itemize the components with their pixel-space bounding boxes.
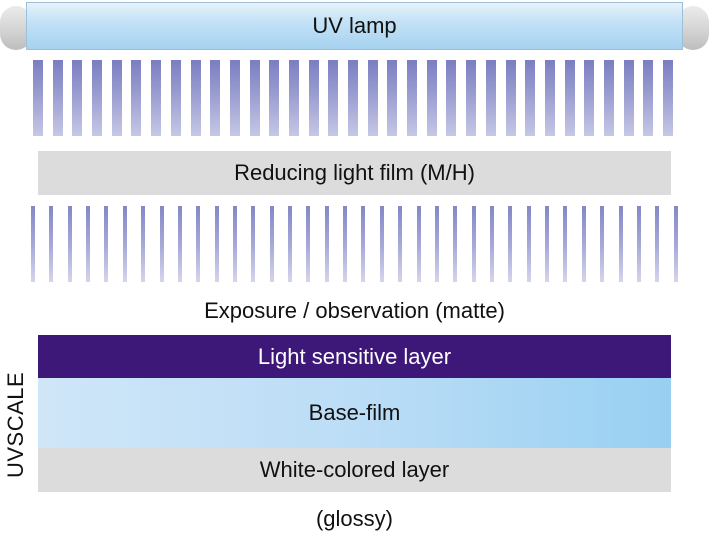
uv-ray-stripe <box>526 206 531 282</box>
uv-ray-stripe <box>434 206 439 282</box>
uv-ray-stripe <box>306 206 311 282</box>
uv-ray-stripe <box>308 60 319 136</box>
exposure-label: Exposure / observation (matte) <box>204 298 505 323</box>
uv-ray-stripe <box>673 206 678 282</box>
uv-ray-stripe <box>269 60 280 136</box>
uv-ray-stripe <box>505 60 516 136</box>
uv-ray-stripe <box>603 60 614 136</box>
uv-ray-stripe <box>86 206 91 282</box>
uv-ray-stripe <box>249 60 260 136</box>
glossy-label: (glossy) <box>315 506 393 531</box>
uv-ray-stripe <box>453 206 458 282</box>
uv-ray-stripe <box>177 206 182 282</box>
uv-ray-stripe <box>31 206 35 282</box>
uv-ray-stripe <box>367 60 378 136</box>
uv-ray-stripe <box>52 60 63 136</box>
reducing-light-film: Reducing light film (M/H) <box>38 151 671 195</box>
uv-ray-stripe <box>446 60 457 136</box>
lamp-label: UV lamp <box>312 13 397 38</box>
uv-ray-stripe <box>623 60 634 136</box>
uv-ray-stripe <box>489 206 494 282</box>
white-colored-layer: White-colored layer <box>38 448 671 492</box>
reducing-film-label: Reducing light film (M/H) <box>234 160 475 185</box>
uv-ray-stripe <box>508 206 513 282</box>
uv-ray-stripe <box>104 206 109 282</box>
uv-ray-stripe <box>159 206 164 282</box>
uvscale-layer-stack: Light sensitive layer Base-film White-co… <box>38 335 671 492</box>
uv-ray-stripe <box>288 60 299 136</box>
uv-ray-stripe <box>348 60 358 136</box>
uv-ray-stripe <box>618 206 623 282</box>
light-sensitive-layer: Light sensitive layer <box>38 335 671 378</box>
uv-ray-stripe <box>655 206 660 282</box>
uv-ray-stripe <box>525 60 536 136</box>
uv-ray-stripe <box>407 60 418 136</box>
uv-ray-stripe <box>72 60 83 136</box>
uv-ray-stripe <box>170 60 181 136</box>
uv-ray-stripe <box>471 206 476 282</box>
white-colored-layer-label: White-colored layer <box>259 457 450 482</box>
uv-ray-stripe <box>600 206 605 282</box>
uv-ray-stripe <box>584 60 595 136</box>
uv-ray-stripe <box>324 206 329 282</box>
uv-ray-stripe <box>426 60 437 136</box>
uv-ray-stripe <box>343 206 348 282</box>
uv-ray-stripe <box>663 60 673 136</box>
uv-ray-stripe <box>544 60 555 136</box>
uv-ray-stripe <box>33 60 43 136</box>
uv-ray-stripe <box>269 206 274 282</box>
uv-ray-stripe <box>122 206 127 282</box>
uv-ray-stripe <box>196 206 201 282</box>
lamp-tube: UV lamp <box>26 2 683 50</box>
uv-rays-upper <box>33 60 673 136</box>
base-film-label: Base-film <box>308 400 401 425</box>
uv-ray-stripe <box>251 206 256 282</box>
uv-ray-stripe <box>111 60 122 136</box>
uv-ray-stripe <box>232 206 237 282</box>
base-film-layer: Base-film <box>38 378 671 448</box>
uv-lamp: UV lamp <box>0 2 709 50</box>
uv-ray-stripe <box>141 206 146 282</box>
uv-ray-stripe <box>545 206 550 282</box>
uv-ray-stripe <box>643 60 654 136</box>
uvscale-side-label: UVSCALE <box>3 371 28 478</box>
uv-ray-stripe <box>379 206 384 282</box>
uv-ray-stripe <box>398 206 403 282</box>
uv-ray-stripe <box>416 206 421 282</box>
uv-ray-stripe <box>563 206 568 282</box>
uv-ray-stripe <box>361 206 366 282</box>
uv-ray-stripe <box>387 60 398 136</box>
uv-ray-stripe <box>466 60 477 136</box>
uv-ray-stripe <box>190 60 201 136</box>
uv-ray-stripe <box>49 206 54 282</box>
uv-ray-stripe <box>92 60 103 136</box>
uv-ray-stripe <box>214 206 219 282</box>
uv-ray-stripe <box>151 60 162 136</box>
uv-ray-stripe <box>564 60 575 136</box>
uv-ray-stripe <box>581 206 586 282</box>
uv-rays-lower <box>31 206 678 282</box>
uv-ray-stripe <box>229 60 240 136</box>
uv-ray-stripe <box>485 60 496 136</box>
uv-ray-stripe <box>67 206 72 282</box>
uv-ray-stripe <box>328 60 339 136</box>
light-sensitive-layer-label: Light sensitive layer <box>257 343 452 369</box>
uv-ray-stripe <box>288 206 293 282</box>
uv-ray-stripe <box>131 60 142 136</box>
uv-ray-stripe <box>636 206 641 282</box>
uv-ray-stripe <box>210 60 221 136</box>
